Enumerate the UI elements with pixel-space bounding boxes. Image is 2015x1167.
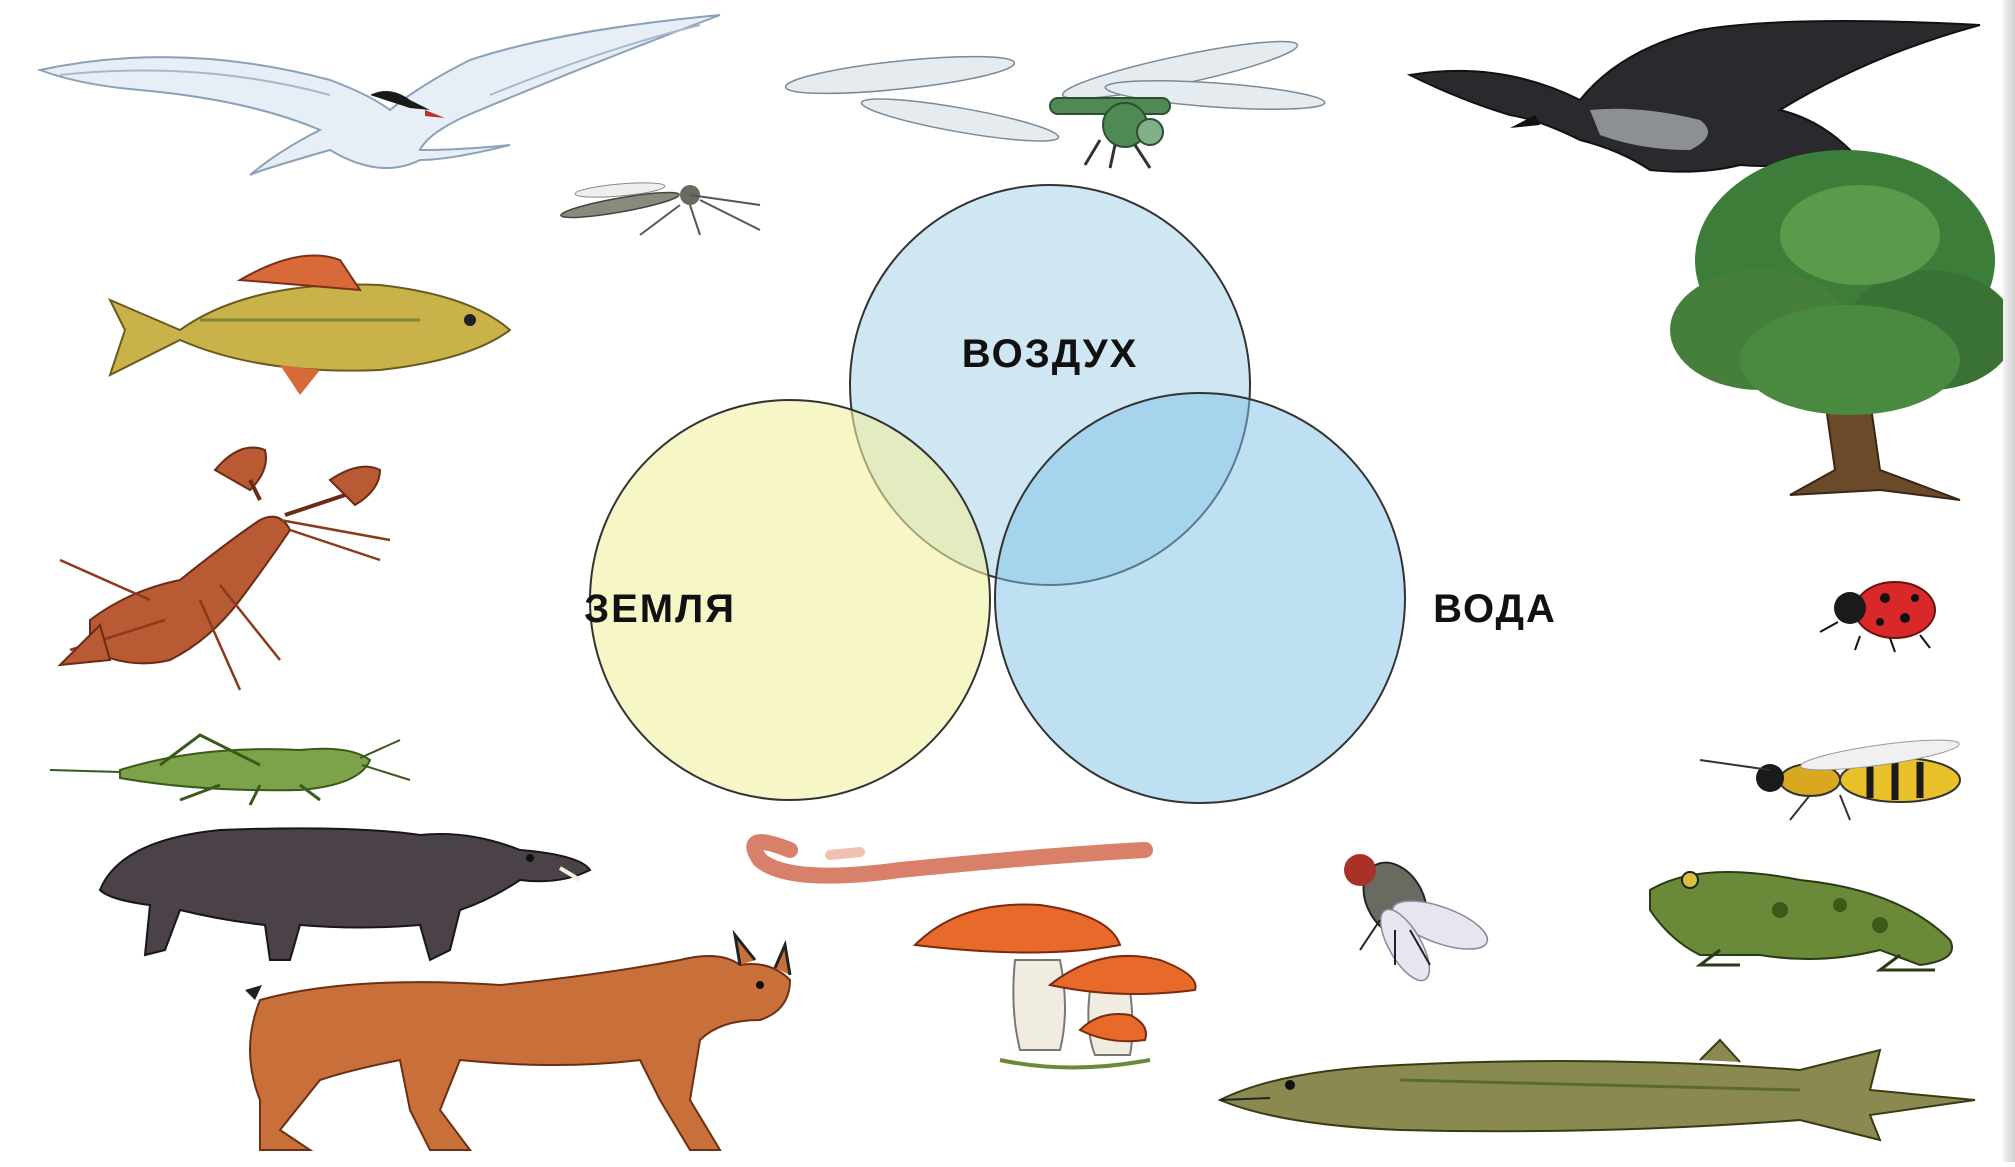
crayfish-icon <box>60 448 390 691</box>
venn-label-water: ВОДА <box>1433 587 1557 631</box>
boar-icon <box>100 828 590 960</box>
ladybug-icon <box>1820 582 1935 652</box>
pike-icon <box>1220 1040 1975 1140</box>
venn-label-earth: ЗЕМЛЯ <box>584 587 736 631</box>
dragonfly-icon <box>784 31 1325 168</box>
lynx-icon <box>245 935 790 1150</box>
seagull-icon <box>40 15 720 175</box>
crow-icon <box>1410 21 1980 172</box>
fly-icon <box>1344 851 1493 987</box>
frog-icon <box>1650 872 1952 970</box>
worm-icon <box>754 842 1145 876</box>
venn-diagram: ВОЗДУХ ЗЕМЛЯ ВОДА <box>584 185 1557 803</box>
wasp-icon <box>1700 734 1961 820</box>
page-edge-shadow <box>2003 0 2015 1162</box>
venn-label-air: ВОЗДУХ <box>962 332 1139 376</box>
tree-icon <box>1670 150 2015 500</box>
fish-icon <box>110 256 510 396</box>
mushroom-icon <box>915 905 1196 1068</box>
mosquito-icon <box>560 180 760 235</box>
grasshopper-icon <box>50 735 410 805</box>
venn-circle-water <box>995 393 1405 803</box>
